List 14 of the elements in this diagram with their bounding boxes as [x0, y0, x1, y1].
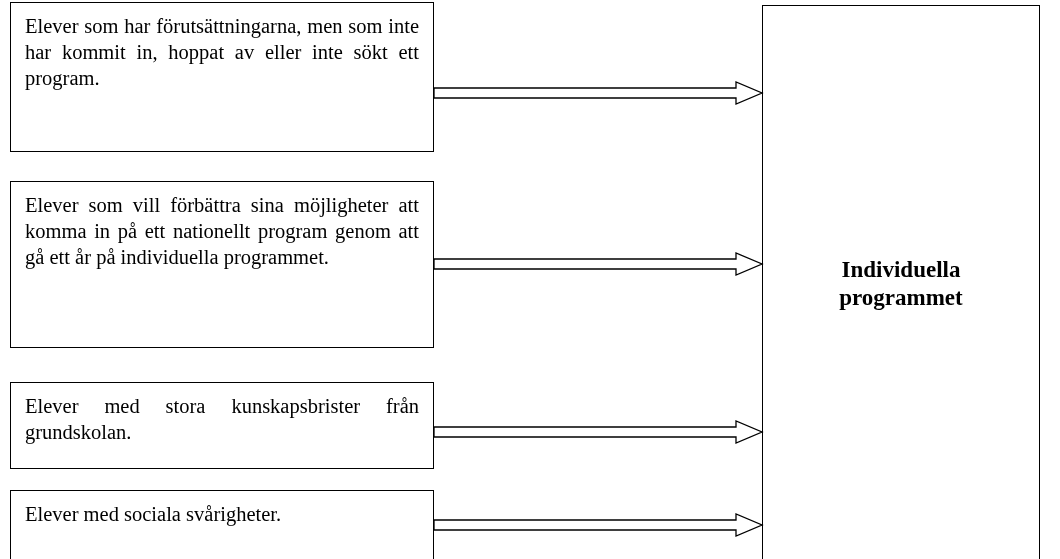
box-text: Elever som har förutsättningarna, men som inte har kommit in, hoppat av eller inte sökt ett program. [25, 14, 419, 91]
process-box [10, 181, 434, 348]
block-arrow [433, 252, 764, 276]
process-box [10, 382, 434, 469]
block-arrow [433, 513, 764, 537]
box-text: Elever med stora kunskapsbrister från grundskolan. [25, 394, 419, 445]
box-text: Elever med sociala svårigheter. [25, 502, 283, 527]
block-arrow [433, 81, 764, 105]
box-text: Elever som vill förbättra sina möjligheter att komma in på ett nationellt program genom att gå ett år på individuella programmet. [25, 193, 419, 270]
box-title: Individuella programmet [838, 256, 964, 312]
process-box [10, 490, 434, 559]
target-box [762, 5, 1040, 559]
block-arrow [433, 420, 764, 444]
process-box [10, 2, 434, 152]
